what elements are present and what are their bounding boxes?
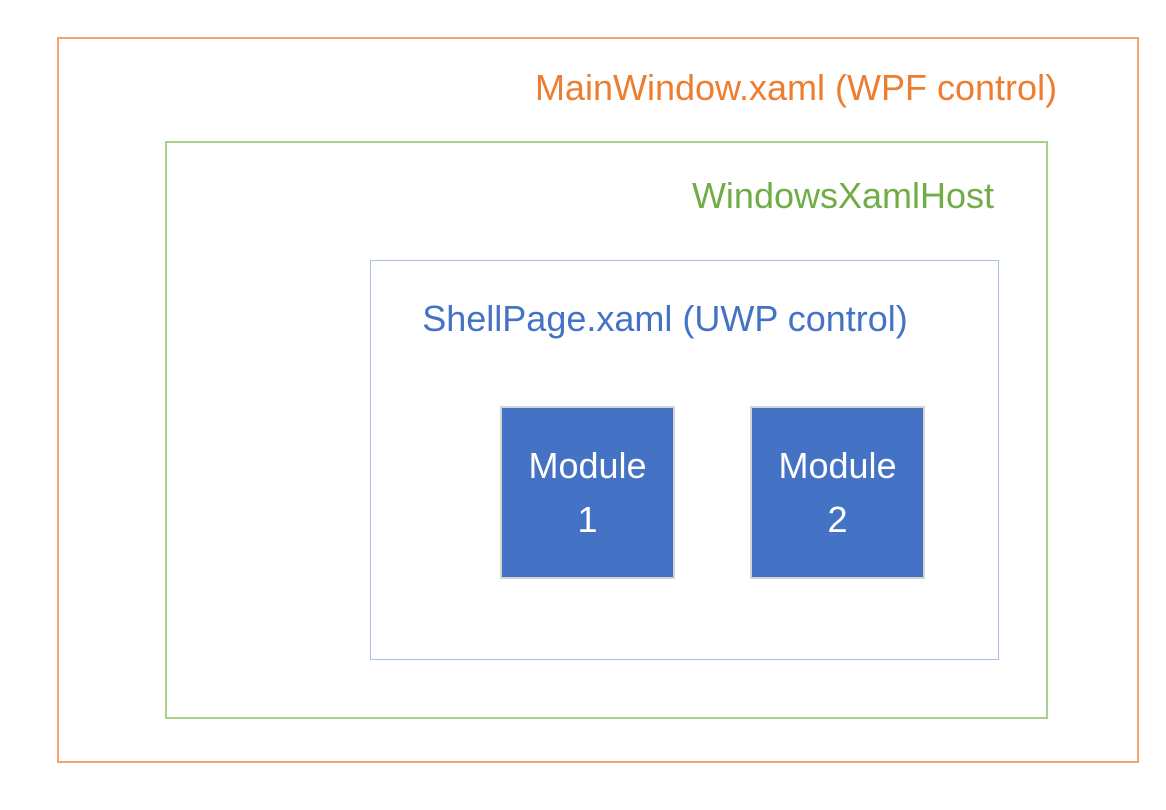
shellpage-uwp-box bbox=[370, 260, 999, 660]
module-1-label-line2: 1 bbox=[577, 498, 598, 540]
module-1-label-line1: Module bbox=[528, 444, 647, 486]
shellpage-uwp-label: ShellPage.xaml (UWP control) bbox=[422, 298, 908, 339]
module-2-box: Module 2 bbox=[750, 406, 925, 579]
module-2-label-line1: Module bbox=[778, 444, 897, 486]
mainwindow-wpf-label: MainWindow.xaml (WPF control) bbox=[534, 67, 1058, 108]
windows-xaml-host-box bbox=[165, 141, 1048, 719]
windows-xaml-host-label: WindowsXamlHost bbox=[691, 175, 995, 216]
module-1-box: Module 1 bbox=[500, 406, 675, 579]
mainwindow-wpf-box bbox=[57, 37, 1139, 763]
module-2-label-line2: 2 bbox=[827, 498, 848, 540]
